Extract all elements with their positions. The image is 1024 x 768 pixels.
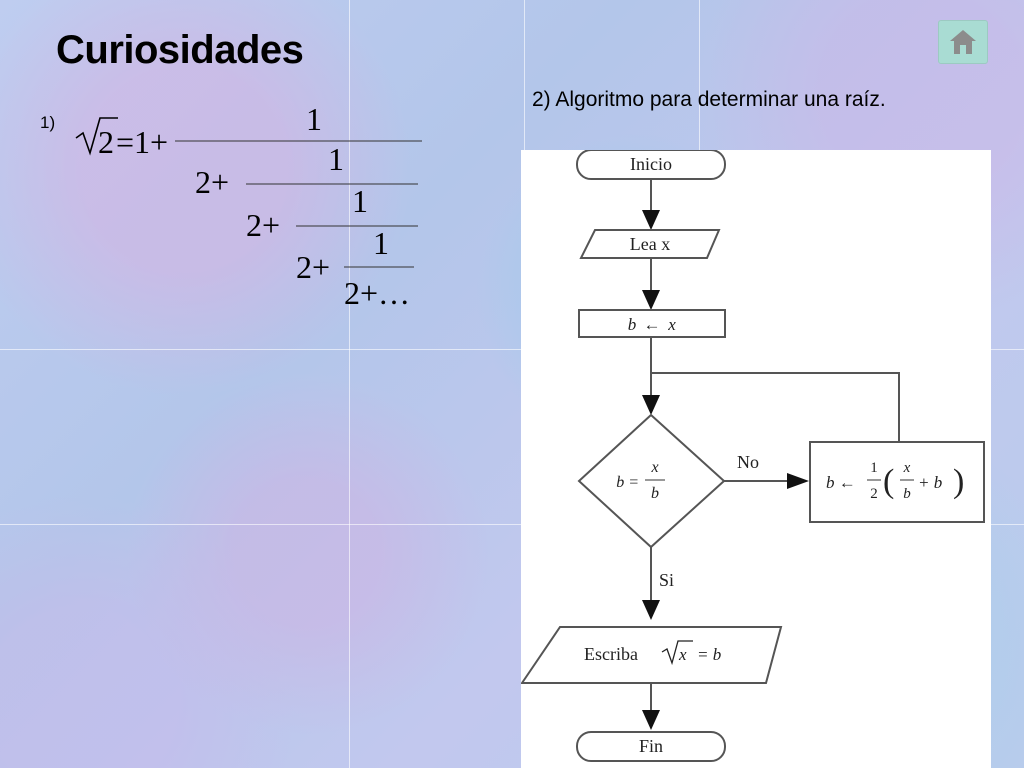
sqrt2-continued-fraction: 2 =1+ 1 2+ 1 2+ 1 2+ 1 2+…	[75, 101, 422, 311]
home-icon	[950, 30, 976, 54]
slide-title: Curiosidades	[56, 28, 304, 72]
update-paren-open: (	[883, 463, 894, 500]
fraction-numerator-4: 1	[373, 225, 389, 261]
end-label: Fin	[639, 736, 663, 756]
condition-lhs: b =	[616, 474, 639, 491]
arrowhead-to-end	[642, 710, 660, 730]
assign-b: b	[628, 315, 637, 334]
formula-radicand: 2	[98, 124, 114, 160]
fraction-numerator-2: 1	[328, 141, 344, 177]
assign-arrow: ←	[644, 315, 661, 334]
item-2-label: 2) Algoritmo para determinar una raíz.	[532, 88, 886, 111]
fraction-numerator-3: 1	[352, 183, 368, 219]
output-parallelogram	[521, 626, 783, 684]
fraction-numerator-1: 1	[306, 101, 322, 137]
formula-equals-one-plus: =1+	[116, 124, 168, 160]
condition-denominator: b	[651, 485, 659, 502]
arrowhead-to-input	[642, 210, 660, 230]
update-frac-denominator: b	[903, 486, 911, 502]
flowchart-panel: Inicio Lea x b ← x b = x b No Si b ← 1 2…	[521, 150, 991, 768]
start-terminal	[576, 150, 726, 180]
condition-diamond	[577, 413, 726, 549]
yes-branch-label: Si	[659, 570, 674, 590]
update-frac-numerator: x	[903, 460, 911, 476]
update-half-denominator: 2	[870, 486, 878, 502]
end-terminal	[576, 731, 726, 762]
assign-process	[578, 309, 726, 338]
arrowhead-to-assign	[642, 290, 660, 310]
update-plus-b: + b	[918, 473, 942, 492]
output-radicand: x	[678, 645, 687, 664]
start-label: Inicio	[630, 154, 672, 174]
fraction-denominator-prefix-3: 2+	[296, 249, 330, 285]
item-1-label: 1)	[40, 113, 56, 132]
update-process	[809, 441, 985, 523]
arrowhead-to-condition	[642, 395, 660, 415]
condition-numerator: x	[650, 459, 658, 476]
arrowhead-to-update	[787, 473, 809, 489]
update-lhs: b ←	[826, 473, 856, 492]
loop-back-connector	[651, 372, 900, 442]
home-button[interactable]	[938, 20, 988, 64]
update-paren-close: )	[953, 463, 964, 500]
assign-x: x	[667, 315, 676, 334]
no-branch-label: No	[737, 452, 759, 472]
sqrt-radical-sign	[75, 117, 118, 156]
input-parallelogram	[579, 229, 721, 259]
fraction-denominator-prefix-1: 2+	[195, 164, 229, 200]
input-label: Lea x	[630, 234, 670, 254]
fraction-denominator-prefix-4: 2+…	[344, 275, 410, 311]
output-prefix: Escriba	[584, 644, 638, 664]
output-radical-sign	[661, 640, 693, 666]
arrowhead-to-output	[642, 600, 660, 620]
output-suffix: = b	[697, 645, 721, 664]
update-half-numerator: 1	[870, 460, 878, 476]
fraction-denominator-prefix-2: 2+	[246, 207, 280, 243]
root-algorithm-flowchart: Inicio Lea x b ← x b = x b No Si b ← 1 2…	[521, 150, 985, 762]
